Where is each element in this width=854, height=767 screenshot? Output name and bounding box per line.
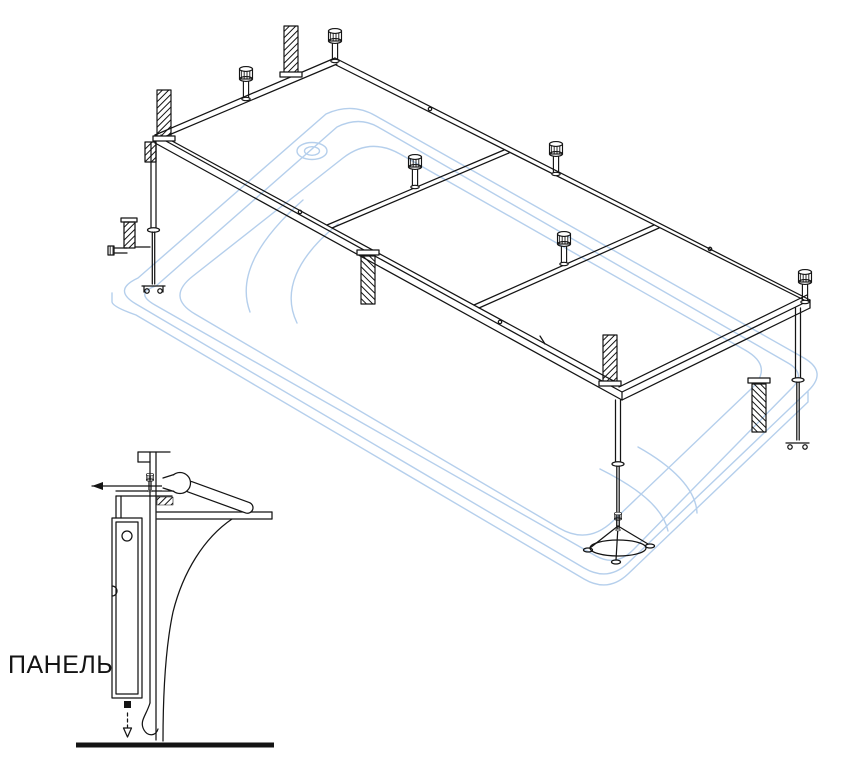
tub-bowl-outline xyxy=(179,145,762,536)
panel-screw-hole xyxy=(121,530,133,542)
wall-bracket xyxy=(360,255,376,305)
apron-bottom-hook xyxy=(141,702,159,736)
side-panel xyxy=(111,517,143,699)
frame-rails xyxy=(154,57,811,401)
wall-bracket xyxy=(156,89,172,139)
panel-notch xyxy=(111,585,118,597)
tub-end-slope-curve xyxy=(290,223,339,324)
frame-legs xyxy=(141,142,810,565)
floor-foot xyxy=(582,525,656,565)
detail-inset: ПАНЕЛЬ xyxy=(8,451,274,748)
tub-end-slope-curve xyxy=(245,199,304,313)
leg-front-left xyxy=(141,142,166,294)
bathtub-outline xyxy=(111,107,818,586)
wrench-icon xyxy=(162,471,254,514)
drain-hole xyxy=(296,141,328,161)
leg-front-center xyxy=(582,399,656,565)
panel-label: ПАНЕЛЬ xyxy=(8,651,113,679)
wall-bracket xyxy=(751,383,767,433)
bath-apron-section xyxy=(137,451,171,741)
leg-bracket xyxy=(107,217,151,256)
leg-right xyxy=(785,307,810,450)
tub-rim-thickness xyxy=(111,292,809,586)
wall-bracket xyxy=(602,334,618,384)
panel-fix-square xyxy=(124,701,131,708)
tub-rim-section xyxy=(156,511,273,520)
tub-end-slope-curve xyxy=(599,468,669,532)
frame-screw-holes xyxy=(297,106,713,345)
insert-direction-marker xyxy=(122,701,133,738)
tub-end-slope-curve xyxy=(637,446,698,514)
main-assembly-view xyxy=(107,25,818,586)
down-arrow-icon xyxy=(122,727,133,738)
tub-inner-rim xyxy=(144,120,799,562)
mounting-bracket xyxy=(115,490,174,519)
bowl-profile-curve xyxy=(162,518,233,742)
tub-outer-rim xyxy=(123,107,818,575)
wall-bracket xyxy=(283,25,299,75)
